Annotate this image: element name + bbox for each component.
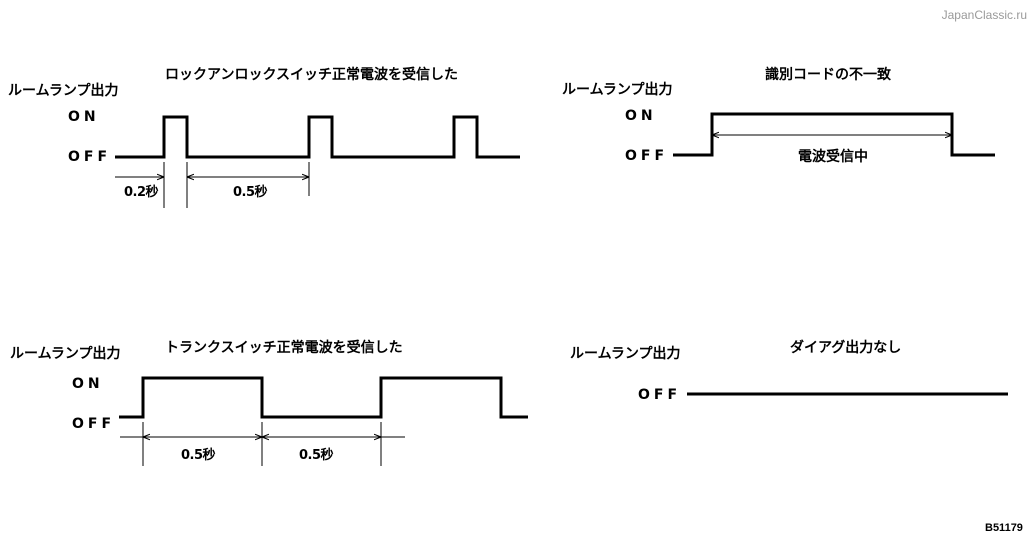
trunk-on-duration: 0.5秒	[181, 448, 216, 463]
trunk-output-label: ルームランプ出力	[10, 346, 121, 362]
nodiag-off-label: OFF	[638, 387, 682, 403]
nodiag-output-label: ルームランプ出力	[570, 346, 681, 362]
trunk-on-label: ON	[72, 376, 104, 392]
watermark: JapanClassic.ru	[941, 8, 1027, 22]
trunk-waveform	[119, 376, 528, 419]
figure-code: B51179	[985, 522, 1023, 534]
lock-off-label: OFF	[68, 149, 112, 165]
lock-dimension-lines	[115, 162, 310, 208]
lock-panel-title: ロックアンロックスイッチ正常電波を受信した	[165, 67, 459, 83]
mismatch-receiving-label: 電波受信中	[798, 149, 868, 165]
trunk-off-duration: 0.5秒	[299, 448, 334, 463]
lock-output-label: ルームランプ出力	[8, 83, 119, 99]
trunk-off-label: OFF	[72, 416, 116, 432]
mismatch-off-label: OFF	[625, 148, 669, 164]
mismatch-on-label: ON	[625, 108, 657, 124]
nodiag-panel-title: ダイアグ出力なし	[790, 340, 902, 356]
mismatch-output-label: ルームランプ出力	[562, 82, 673, 98]
mismatch-panel-title: 識別コードの不一致	[765, 67, 891, 83]
lock-on-label: ON	[68, 109, 100, 125]
trunk-dimension-lines	[120, 422, 405, 466]
lock-interval-duration: 0.5秒	[233, 185, 268, 200]
mismatch-waveform	[673, 112, 995, 157]
trunk-panel-title: トランクスイッチ正常電波を受信した	[165, 340, 403, 356]
lock-pulse-duration: 0.2秒	[124, 185, 159, 200]
lock-waveform	[115, 115, 520, 159]
